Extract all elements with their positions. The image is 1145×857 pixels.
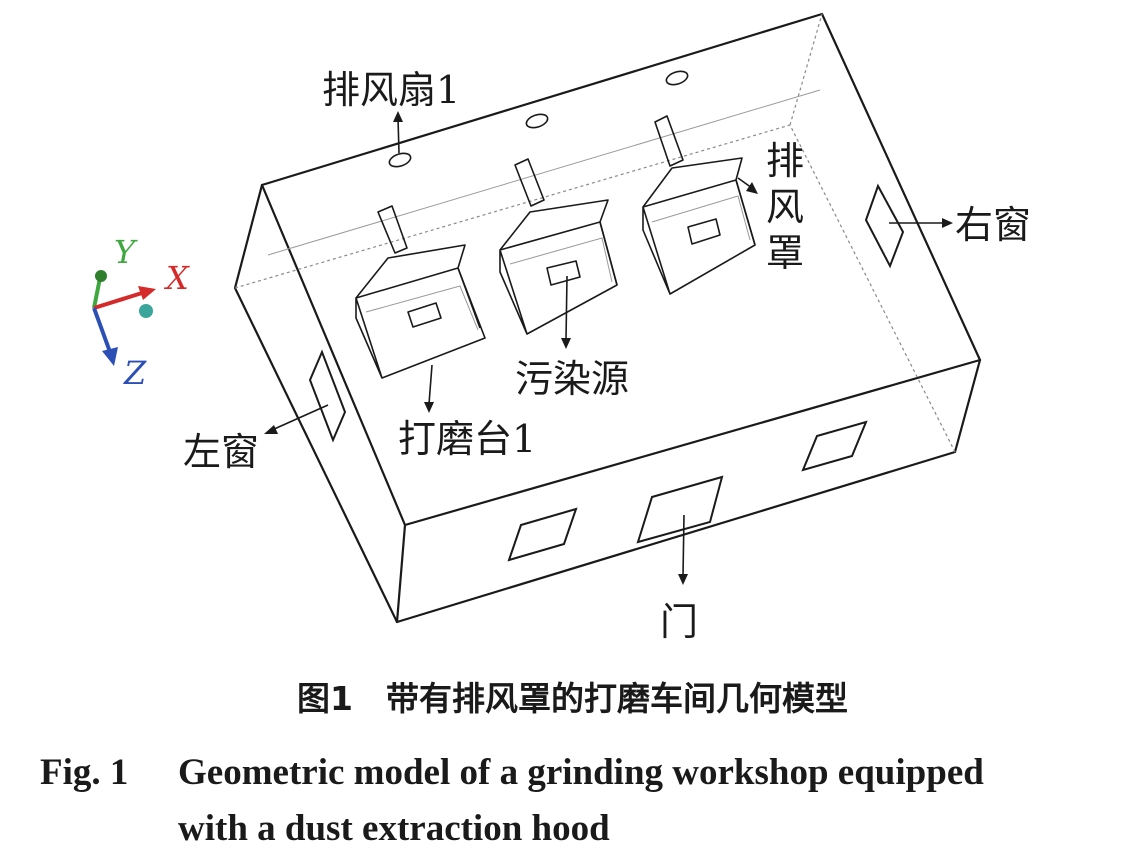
axis-label-x: X bbox=[163, 259, 190, 297]
table1-leader bbox=[428, 364, 433, 405]
leader-lines bbox=[264, 111, 953, 585]
source-leader bbox=[565, 275, 568, 341]
y-axis-tip bbox=[95, 270, 107, 282]
room-left-edge bbox=[233, 183, 407, 624]
fan-opening-2 bbox=[525, 113, 549, 129]
x-axis-arrow bbox=[138, 286, 156, 300]
label-grinding-table1: 打磨台1 bbox=[398, 417, 536, 461]
label-hood-char-3: 罩 bbox=[766, 231, 804, 275]
table-3-inner bbox=[651, 195, 751, 241]
workshop-room-box bbox=[233, 12, 982, 624]
grinding-station-2 bbox=[499, 158, 618, 335]
caption-en-line-1: Geometric model of a grinding workshop e… bbox=[178, 752, 984, 793]
axes-gizmo: Y X Z bbox=[92, 233, 190, 392]
figure-caption-english: Fig. 1 Geometric model of a grinding work… bbox=[40, 745, 1130, 857]
front-window-right bbox=[801, 420, 868, 472]
fan-opening-3 bbox=[665, 70, 689, 86]
grinding-station-1 bbox=[355, 205, 486, 379]
figure-number: Fig. 1 bbox=[40, 752, 129, 793]
label-hood-char-1: 排 bbox=[766, 139, 804, 183]
z-axis-line bbox=[92, 307, 112, 353]
x-axis-line bbox=[93, 291, 143, 310]
table-1-inner bbox=[365, 285, 479, 331]
label-hood-char-2: 风 bbox=[766, 185, 804, 229]
table-2-inner bbox=[509, 237, 613, 283]
fan1-leader bbox=[397, 117, 400, 154]
z-axis-arrow bbox=[102, 347, 118, 366]
caption-en-line-2: with a dust extraction hood bbox=[178, 808, 610, 849]
door-leader bbox=[682, 514, 685, 577]
label-left-window: 左窗 bbox=[183, 430, 259, 474]
source-3 bbox=[687, 218, 721, 245]
axis-label-y: Y bbox=[114, 233, 138, 271]
duct-1 bbox=[377, 205, 408, 254]
fan-opening-1 bbox=[388, 152, 412, 168]
front-window-left bbox=[507, 507, 578, 562]
right-window bbox=[864, 183, 905, 269]
label-right-window: 右窗 bbox=[955, 203, 1031, 247]
axis-label-z: Z bbox=[123, 354, 147, 392]
openings bbox=[308, 183, 905, 562]
y-axis-line bbox=[92, 277, 102, 309]
label-pollution-source: 污染源 bbox=[515, 357, 629, 401]
origin-dot bbox=[139, 304, 153, 318]
roof-fan-openings bbox=[388, 70, 689, 168]
label-door: 门 bbox=[660, 600, 698, 644]
hood-1 bbox=[355, 244, 481, 329]
source-2 bbox=[546, 260, 581, 286]
source-1 bbox=[407, 302, 442, 328]
table-1 bbox=[355, 267, 486, 379]
room-inner-floor-line bbox=[267, 89, 821, 256]
left-window bbox=[308, 349, 347, 443]
front-door bbox=[636, 475, 724, 544]
duct-3 bbox=[654, 115, 684, 167]
room-hidden-edges bbox=[234, 13, 956, 453]
hood-2 bbox=[499, 199, 618, 286]
table-2 bbox=[499, 221, 618, 335]
label-fan1: 排风扇1 bbox=[322, 68, 460, 112]
grinding-station-3 bbox=[642, 115, 756, 295]
figure-caption-chinese: 图1 带有排风罩的打磨车间几何模型 bbox=[297, 679, 848, 718]
table-3 bbox=[642, 179, 756, 295]
left-window-leader bbox=[271, 404, 329, 431]
duct-2 bbox=[514, 158, 545, 207]
